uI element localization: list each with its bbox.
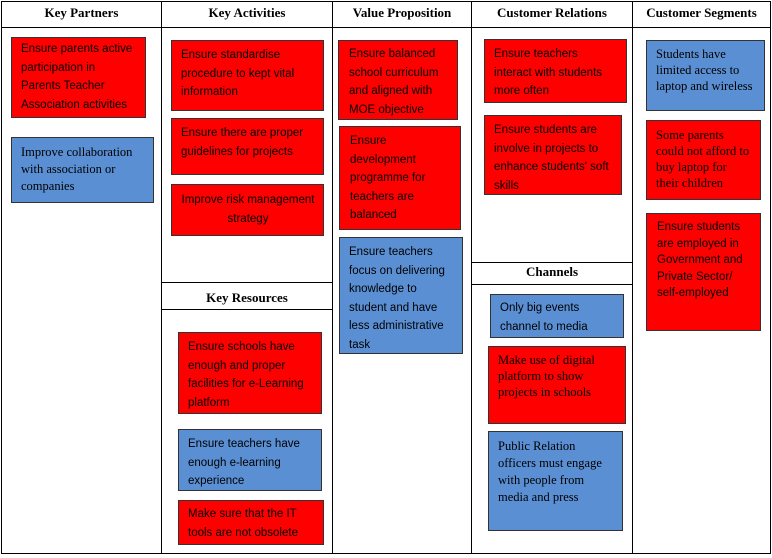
- note-partners-collaboration: Improve collaboration with association o…: [11, 137, 154, 203]
- note-relations-projects: Ensure students are involve in projects …: [484, 115, 622, 195]
- header-key-activities: Key Activities: [208, 5, 286, 20]
- note-resources-elearning: Ensure teachers have enough e-learning e…: [178, 429, 322, 491]
- header-customer-relations: Customer Relations: [497, 5, 607, 20]
- grid-right-border: [770, 1, 771, 554]
- note-partners-parents: Ensure parents active participation in P…: [11, 37, 146, 118]
- note-resources-facilities: Ensure schools have enough and proper fa…: [178, 332, 322, 414]
- grid-channels-top: [471, 262, 633, 263]
- header-key-resources: Key Resources: [206, 290, 288, 305]
- note-value-curriculum: Ensure balanced school curriculum and al…: [338, 40, 458, 120]
- note-channels-events: Only big events channel to media: [490, 294, 624, 338]
- grid-channels-header-line: [471, 284, 633, 285]
- grid-bottom-border: [1, 553, 771, 554]
- note-resources-it-tools: Make sure that the IT tools are not obso…: [178, 500, 324, 545]
- note-relations-interact: Ensure teachers interact with students m…: [484, 39, 627, 103]
- grid-resources-top: [161, 282, 333, 283]
- note-channels-pr-officers: Public Relation officers must engage wit…: [488, 431, 623, 531]
- grid-left-border: [1, 1, 2, 554]
- grid-col-divider-1: [161, 1, 162, 554]
- note-value-development: Ensure development programme for teacher…: [339, 126, 461, 230]
- header-key-partners: Key Partners: [44, 5, 119, 20]
- note-activities-guidelines: Ensure there are proper guidelines for p…: [171, 118, 324, 175]
- grid-col-divider-4: [632, 1, 633, 554]
- note-value-teachers-focus: Ensure teachers focus on delivering know…: [339, 237, 463, 354]
- grid-col-divider-3: [471, 1, 472, 554]
- note-segments-parents-afford: Some parents could not afford to buy lap…: [646, 120, 761, 200]
- grid-top-border: [1, 1, 771, 2]
- note-segments-employed: Ensure students are employed in Governme…: [646, 213, 761, 331]
- header-channels: Channels: [525, 264, 579, 279]
- header-customer-segments: Customer Segments: [646, 5, 757, 20]
- note-channels-digital: Make use of digital platform to show pro…: [488, 346, 626, 424]
- note-activities-risk: Improve risk management strategy: [171, 184, 324, 236]
- note-segments-students-access: Students have limited access to laptop a…: [646, 40, 765, 111]
- note-activities-procedure: Ensure standardise procedure to kept vit…: [171, 40, 324, 111]
- header-value-proposition: Value Proposition: [352, 5, 452, 20]
- grid-header-divider: [1, 27, 771, 28]
- grid-resources-header-line: [161, 309, 333, 310]
- grid-col-divider-2: [332, 1, 333, 554]
